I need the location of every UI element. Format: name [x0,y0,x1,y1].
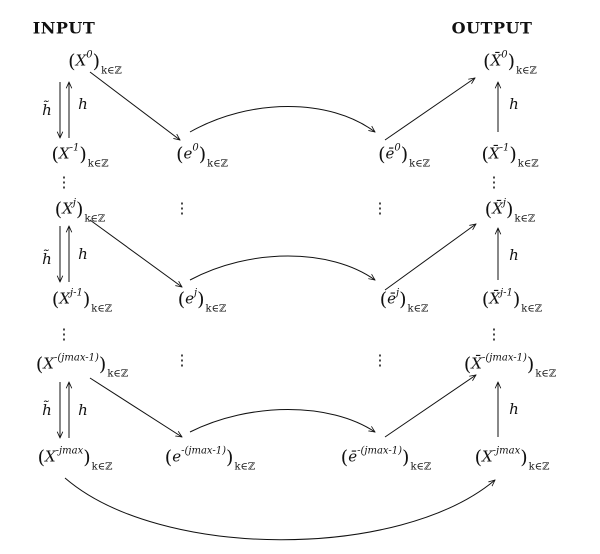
node-xbj: (X̄j)k∈ℤ [484,197,536,225]
vdots-e-2: ⋮ [174,351,190,369]
arc-e0-eb0 [189,106,375,133]
label-h-2: h [78,245,88,263]
node-xj: (Xj)k∈ℤ [54,197,106,225]
label-h-3: h [78,401,88,419]
node-xm1: (X-1)k∈ℤ [51,142,109,170]
node-xb0: (X̄0)k∈ℤ [483,49,537,77]
label-h-1: h [78,95,88,113]
arrow-eb0-xb0 [384,78,475,141]
node-xbm1: (X̄-1)k∈ℤ [481,142,539,170]
vdots-eb-1: ⋮ [372,199,388,217]
node-xout: (X-jmax)k∈ℤ [474,445,550,473]
node-xjmx: (X-(jmax-1))k∈ℤ [35,352,129,380]
arc-ejmx-ebjmx [189,409,375,433]
node-xbjm1: (X̄j-1)k∈ℤ [481,287,543,315]
label-h-out-3: h [509,400,519,418]
vdots-right-1: ⋮ [486,173,502,191]
vdots-left-1: ⋮ [56,173,72,191]
node-xjm1: (Xj-1)k∈ℤ [51,287,113,315]
arrow-xjmx-ejmx [89,377,182,437]
arc-bottom [64,477,495,541]
arrow-ebjmx-xbjmx [384,375,476,438]
vdots-left-2: ⋮ [56,325,72,343]
arc-ej-ebj [189,255,375,280]
node-xjmax: (X-jmax)k∈ℤ [37,445,113,473]
node-x0: (X0)k∈ℤ [68,49,122,77]
vdots-e-1: ⋮ [174,199,190,217]
arrow-ebj-xbj [384,224,476,291]
node-ebj: (ēj)k∈ℤ [379,287,429,315]
label-htilde-2: h̃ [42,250,52,268]
vdots-eb-2: ⋮ [372,351,388,369]
node-ejmx: (e-(jmax-1))k∈ℤ [164,445,256,473]
label-h-out-2: h [509,246,519,264]
arrow-x0-e0 [89,71,180,140]
node-ej: (ej)k∈ℤ [177,287,227,315]
node-xbjmx: (X̄-(jmax-1))k∈ℤ [463,352,557,380]
label-htilde-1: h̃ [42,101,52,119]
label-h-out-1: h [509,95,519,113]
vdots-right-2: ⋮ [486,325,502,343]
node-ebjmx: (ē-(jmax-1))k∈ℤ [340,445,432,473]
output-header: OUTPUT [451,18,533,38]
input-header: INPUT [32,18,96,38]
node-eb0: (ē0)k∈ℤ [378,142,430,170]
label-htilde-3: h̃ [42,401,52,419]
node-e0: (e0)k∈ℤ [176,142,228,170]
arrow-xj-ej [89,219,182,287]
